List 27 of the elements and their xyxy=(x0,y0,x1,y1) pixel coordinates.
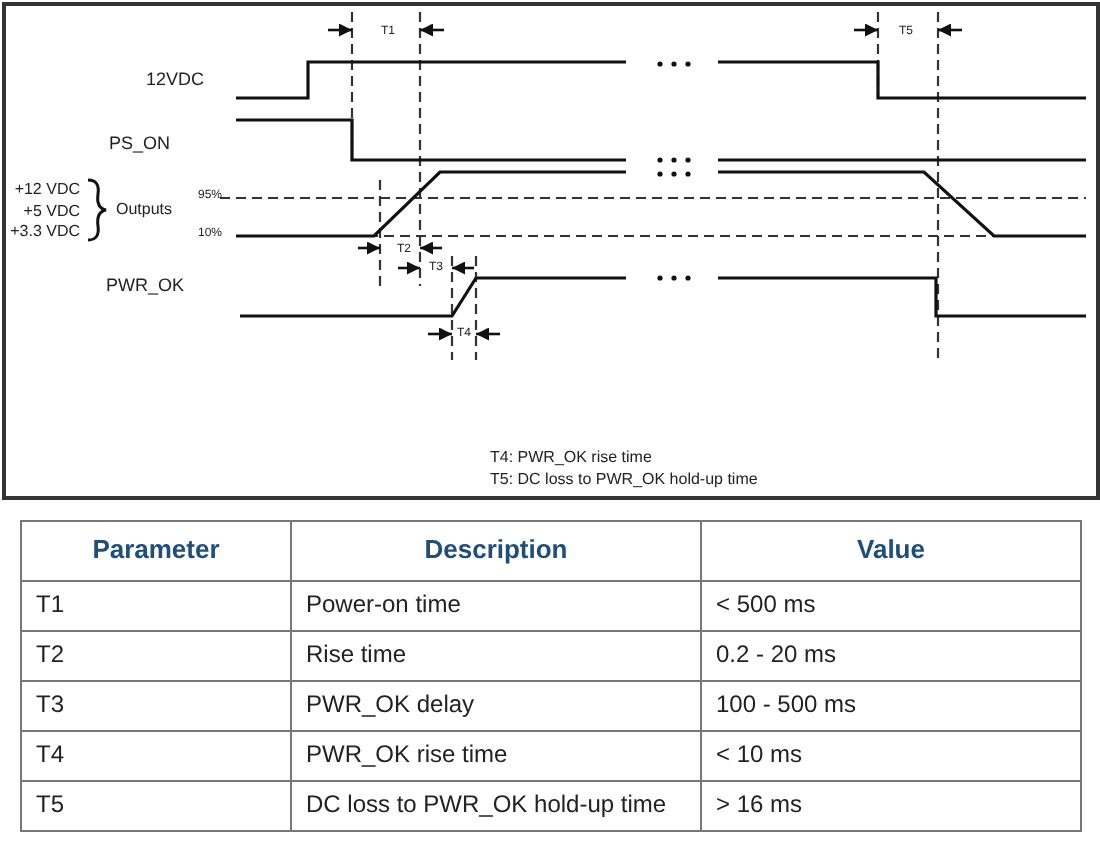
note-text: T5: DC loss to PWR_OK hold-up time xyxy=(490,472,758,488)
signal-label: +5 VDC xyxy=(23,204,80,220)
column-header: Parameter xyxy=(22,522,292,582)
table-cell: T4 xyxy=(22,732,292,782)
table-cell: < 10 ms xyxy=(702,732,1082,782)
column-header: Value xyxy=(702,522,1082,582)
table-cell: Rise time xyxy=(292,632,702,682)
signal-label: Outputs xyxy=(116,202,173,218)
table-cell: T3 xyxy=(22,682,292,732)
signal-label: +12 VDC xyxy=(14,182,80,198)
table-cell: T5 xyxy=(22,782,292,832)
table-cell: 0.2 - 20 ms xyxy=(702,632,1082,682)
table-cell: > 16 ms xyxy=(702,782,1082,832)
signal-label: 12VDC xyxy=(145,71,204,89)
table-cell: PWR_OK rise time xyxy=(292,732,702,782)
column-header: Description xyxy=(292,522,702,582)
table-cell: T2 xyxy=(22,632,292,682)
table-cell: 100 - 500 ms xyxy=(702,682,1082,732)
table-cell: DC loss to PWR_OK hold-up time xyxy=(292,782,702,832)
signal-label: PS_ON xyxy=(108,135,170,153)
table-cell: PWR_OK delay xyxy=(292,682,702,732)
note-text: T4: PWR_OK rise time xyxy=(490,450,652,466)
signal-label: PWR_OK xyxy=(105,277,184,295)
table-cell: < 500 ms xyxy=(702,582,1082,632)
table-cell: Power-on time xyxy=(292,582,702,632)
signal-label: +3.3 VDC xyxy=(10,224,80,240)
table-cell: T1 xyxy=(22,582,292,632)
